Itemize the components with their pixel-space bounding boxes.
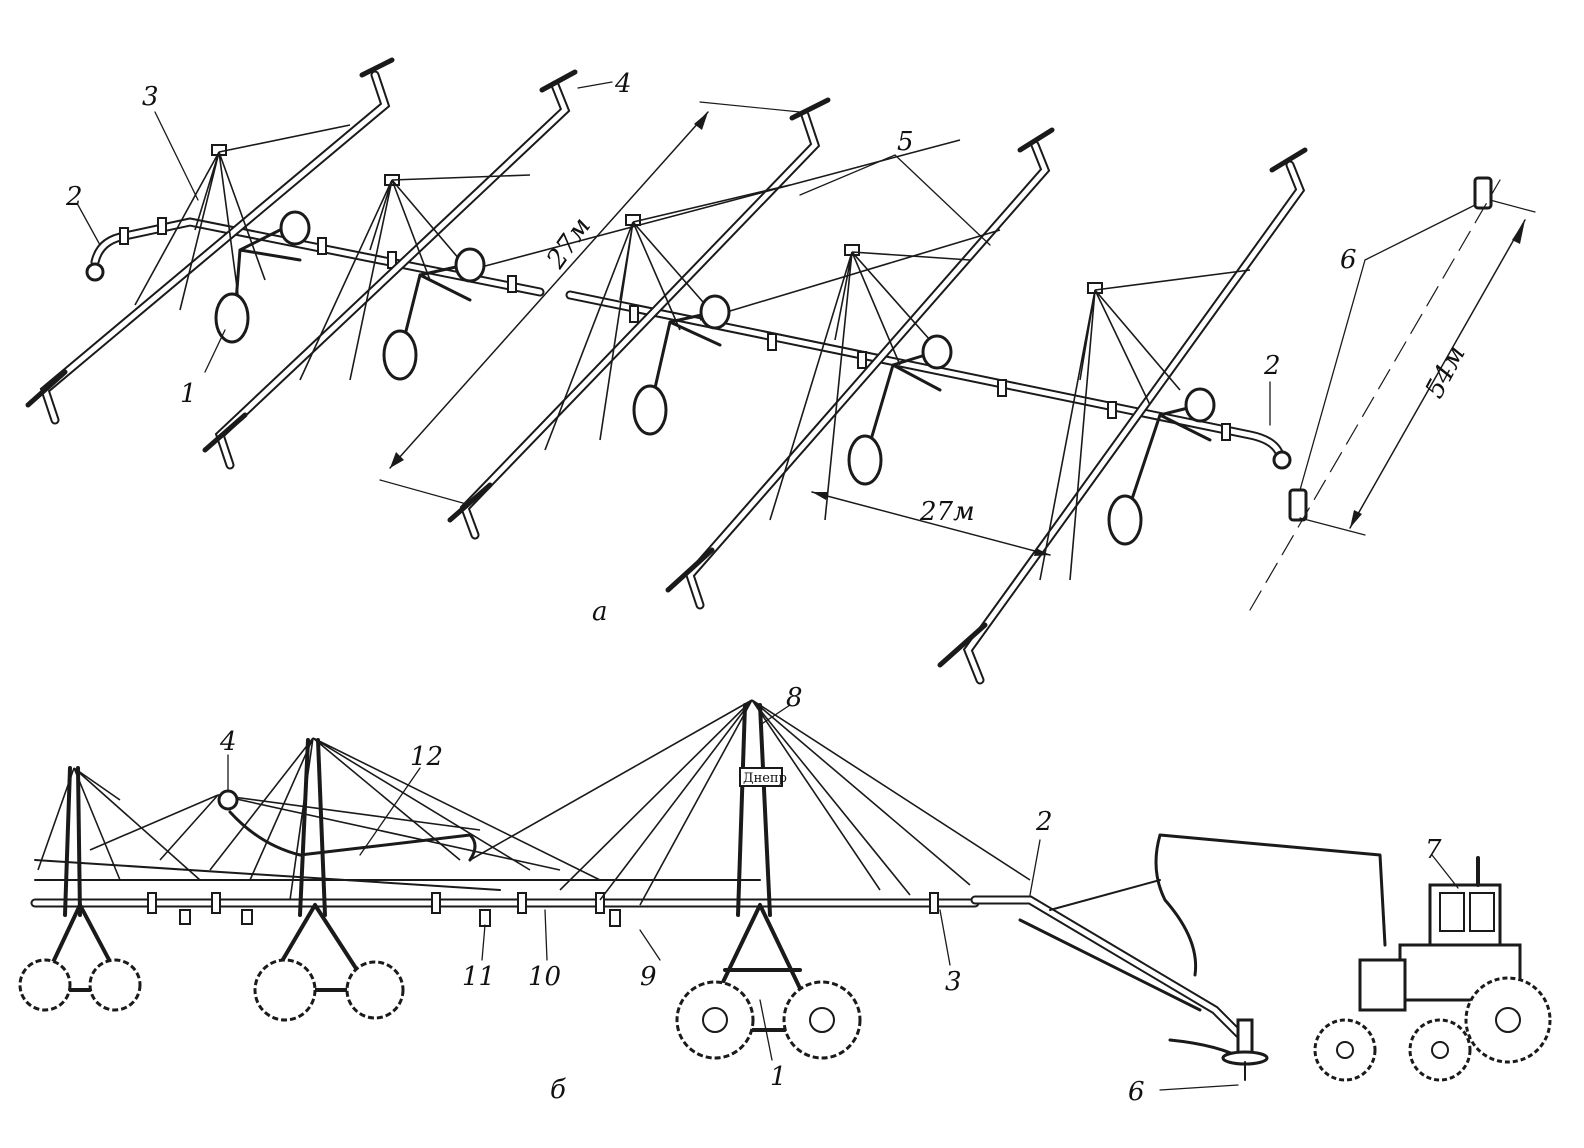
tower-cables-a — [134, 124, 1251, 581]
callout-leaders-a — [77, 81, 1476, 491]
main-pipeline-right — [565, 290, 1292, 470]
tractor — [1313, 856, 1552, 1082]
callout-a-2: 2 — [65, 182, 83, 212]
callout-b-3: 3 — [945, 967, 962, 997]
hydrants-a — [1288, 176, 1493, 522]
sprinkler-boom — [89, 789, 561, 871]
support-trusses-a — [25, 57, 1308, 685]
callout-a-4: 4 — [614, 69, 632, 99]
main-pipeline-b — [30, 859, 980, 914]
dimension-segment-width-label: 27м — [919, 497, 975, 527]
dimension-span-length-label: 27м — [541, 212, 597, 275]
caption-b: б — [550, 1075, 566, 1105]
dimension-hydrant-spacing-label: 54м — [1420, 341, 1472, 403]
callout-a-5: 5 — [897, 127, 914, 157]
dimension-hydrant-spacing: 54м — [1249, 179, 1536, 611]
view-a-isometric: 27м 27м 54м 1 — [25, 57, 1536, 685]
dimension-segment-width: 27м — [811, 491, 1051, 556]
callout-a-6: 6 — [1340, 245, 1357, 275]
callout-b-11: 11 — [462, 962, 495, 992]
callout-b-12: 12 — [410, 742, 443, 772]
callout-a-3: 3 — [142, 82, 159, 112]
caption-a: a — [592, 597, 608, 627]
water-outlets-b — [179, 909, 621, 927]
callout-b-8: 8 — [786, 683, 803, 713]
callout-a-2b: 2 — [1263, 351, 1281, 381]
callout-b-10: 10 — [528, 962, 561, 992]
view-b-side: Днепр — [18, 683, 1552, 1107]
callout-b-4: 4 — [219, 727, 237, 757]
tower-b-left — [209, 737, 601, 917]
hydrant-b — [1221, 1018, 1269, 1081]
callout-b-7: 7 — [1425, 835, 1442, 865]
wheel-carts-a — [214, 210, 1216, 546]
callout-leaders-b — [227, 704, 1459, 1091]
callout-b-6: 6 — [1128, 1077, 1145, 1107]
tower-b-main: Днепр — [469, 699, 1031, 917]
callout-a-1: 1 — [180, 379, 197, 409]
callout-b-9: 9 — [640, 962, 657, 992]
callout-b-1: 1 — [770, 1062, 787, 1092]
wheels-b — [18, 958, 862, 1060]
drive-hose-frame — [970, 833, 1387, 1062]
tower-plate: Днепр — [743, 771, 787, 786]
pipe-couplings — [119, 217, 1231, 441]
tower-b-edge — [37, 766, 201, 917]
callout-b-2: 2 — [1035, 807, 1053, 837]
